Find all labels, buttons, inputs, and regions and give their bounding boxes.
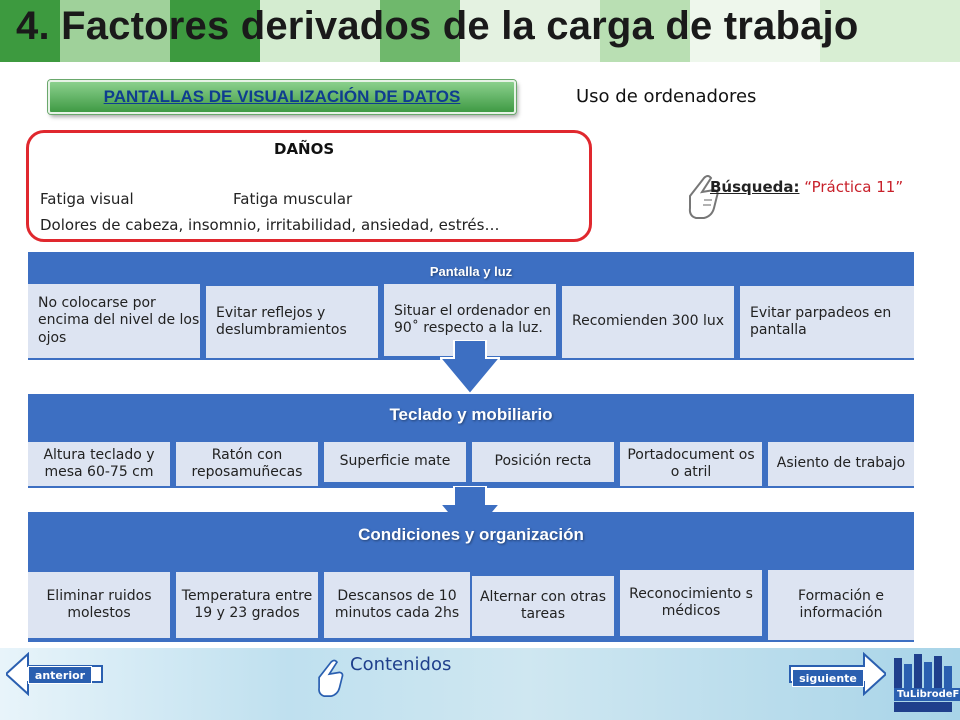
danos-title: DAÑOS	[274, 140, 335, 158]
header-decoration	[0, 0, 960, 62]
band-teclado-mobiliario	[28, 394, 914, 488]
prev-button[interactable]: anterior	[28, 666, 92, 684]
cell-condiciones-5: Reconocimiento s médicos	[620, 570, 762, 636]
danos-item-visual: Fatiga visual	[40, 190, 134, 208]
band-title-pantalla: Pantalla y luz	[429, 264, 513, 279]
cell-teclado-1: Altura teclado y mesa 60-75 cm	[28, 442, 170, 486]
cell-pantalla-4: Recomienden 300 lux	[562, 286, 734, 358]
cell-teclado-5: Portadocument os o atril	[620, 442, 762, 486]
cell-condiciones-2: Temperatura entre 19 y 23 grados	[176, 572, 318, 638]
cell-condiciones-1: Eliminar ruidos molestos	[28, 572, 170, 638]
danos-line2: Dolores de cabeza, insomnio, irritabilid…	[40, 216, 500, 234]
busqueda-value: “Práctica 11”	[804, 178, 904, 196]
logo-text: TuLibrodeFP	[894, 688, 960, 701]
cell-teclado-4: Posición recta	[472, 442, 614, 482]
band-title-condiciones: Condiciones y organización	[358, 525, 584, 544]
busqueda-label: Búsqueda:	[710, 178, 800, 196]
cell-condiciones-6: Formación e información	[768, 570, 914, 640]
pointing-hand-icon[interactable]	[684, 174, 724, 224]
danos-box	[26, 130, 592, 242]
cell-pantalla-5: Evitar parpadeos en pantalla	[740, 286, 914, 358]
danos-item-muscular: Fatiga muscular	[233, 190, 353, 208]
pointing-hand-icon[interactable]	[314, 658, 348, 702]
cell-teclado-6: Asiento de trabajo	[768, 442, 914, 486]
page-title: 4. Factores derivados de la carga de tra…	[16, 4, 859, 48]
band-title-teclado: Teclado y mobiliario	[389, 405, 553, 424]
logo-icon	[894, 654, 952, 712]
section-banner[interactable]: PANTALLAS DE VISUALIZACIÓN DE DATOS	[48, 80, 516, 114]
band-condiciones-organizacion	[28, 512, 914, 642]
cell-teclado-3: Superficie mate	[324, 442, 466, 482]
cell-teclado-2: Ratón con reposamuñecas	[176, 442, 318, 486]
next-button[interactable]: siguiente	[792, 669, 864, 687]
arrow-down-icon	[440, 340, 500, 396]
cell-condiciones-4: Alternar con otras tareas	[472, 576, 614, 636]
subtitle: Uso de ordenadores	[576, 86, 757, 107]
contents-link[interactable]: Contenidos	[350, 654, 452, 675]
cell-pantalla-2: Evitar reflejos y deslumbramientos	[206, 286, 378, 358]
busqueda[interactable]: Búsqueda: “Práctica 11”	[710, 178, 903, 196]
cell-pantalla-1: No colocarse por encima del nivel de los…	[28, 284, 200, 358]
cell-condiciones-3: Descansos de 10 minutos cada 2hs	[324, 572, 470, 638]
